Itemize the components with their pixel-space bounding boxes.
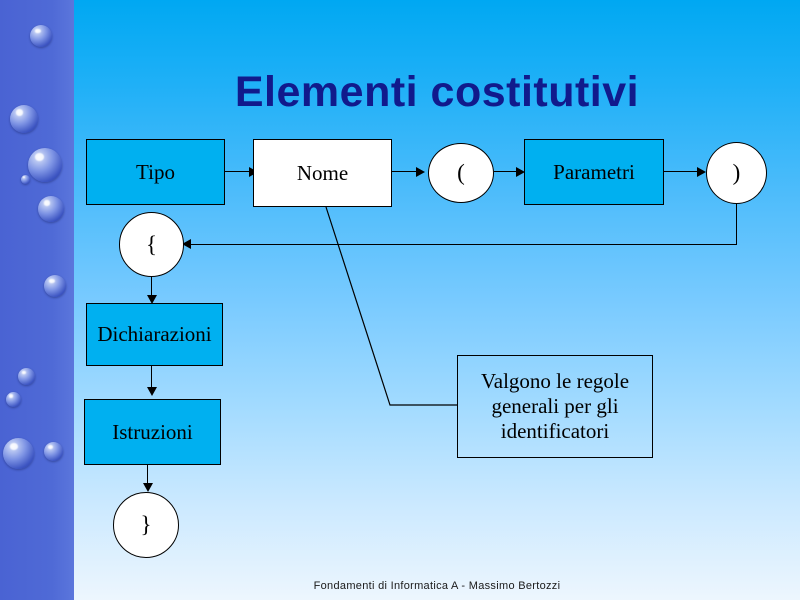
connector-parametri-close-paren — [664, 171, 702, 172]
flow-node-close-brace[interactable]: } — [113, 492, 179, 558]
flow-node-istruzioni[interactable]: Istruzioni — [84, 399, 221, 465]
bubble-decoration-icon — [6, 392, 21, 407]
bubble-decoration-icon — [30, 25, 52, 47]
bubble-decoration-icon — [18, 368, 35, 385]
connector-dichiarazioni-istruzioni — [151, 366, 152, 389]
flow-node-dichiarazioni-label: Dichiarazioni — [97, 322, 212, 347]
page-title: Elementi costitutivi — [234, 68, 640, 116]
arrowhead-open-brace-dichiarazioni — [147, 295, 157, 304]
feedback-line-horizontal — [190, 244, 737, 245]
bubble-decoration-icon — [10, 105, 38, 133]
connector-tipo-nome — [225, 171, 252, 172]
arrowhead-dichiarazioni-istruzioni — [147, 387, 157, 396]
bubble-decoration-icon — [28, 148, 62, 182]
connector-open-paren-parametri — [494, 171, 522, 172]
arrowhead-istruzioni-close-brace — [143, 483, 153, 492]
bubble-decoration-icon — [3, 438, 34, 469]
flow-node-close-brace-label: } — [140, 512, 152, 538]
slide-footer: Fondamenti di Informatica A - Massimo Be… — [313, 580, 561, 592]
decorative-sidebar — [0, 0, 74, 600]
annotation-identifier-rules[interactable]: Valgono le regole generali per gli ident… — [457, 355, 653, 458]
arrowhead-nome-open-paren — [416, 167, 425, 177]
flow-node-close-paren[interactable]: ) — [706, 142, 767, 204]
arrowhead-open-paren-parametri — [516, 167, 525, 177]
flow-node-open-paren[interactable]: ( — [428, 143, 494, 203]
flow-node-open-paren-label: ( — [457, 160, 465, 186]
flow-node-parametri-label: Parametri — [553, 159, 635, 184]
flow-node-parametri[interactable]: Parametri — [524, 139, 664, 205]
flow-node-tipo[interactable]: Tipo — [86, 139, 225, 205]
arrowhead-parametri-close-paren — [697, 167, 706, 177]
arrowhead-feedback-open-brace — [182, 239, 191, 249]
flow-node-nome-label: Nome — [296, 160, 349, 185]
flow-node-istruzioni-label: Istruzioni — [112, 419, 193, 444]
annotation-identifier-rules-text: Valgono le regole generali per gli ident… — [480, 369, 630, 443]
connector-open-brace-dichiarazioni — [151, 277, 152, 298]
bubble-decoration-icon — [44, 275, 66, 297]
bubble-decoration-icon — [44, 442, 63, 461]
bubble-decoration-icon — [21, 175, 30, 184]
flow-node-close-paren-label: ) — [732, 160, 741, 186]
flow-node-nome[interactable]: Nome — [253, 139, 392, 207]
feedback-line-vertical — [736, 204, 737, 244]
connector-istruzioni-close-brace — [147, 465, 148, 485]
flow-node-open-brace-label: { — [145, 231, 158, 257]
connector-nome-open-paren — [392, 171, 419, 172]
flow-node-dichiarazioni[interactable]: Dichiarazioni — [86, 303, 223, 366]
flow-node-open-brace[interactable]: { — [119, 212, 184, 277]
bubble-decoration-icon — [38, 196, 64, 222]
flow-node-tipo-label: Tipo — [136, 159, 175, 184]
